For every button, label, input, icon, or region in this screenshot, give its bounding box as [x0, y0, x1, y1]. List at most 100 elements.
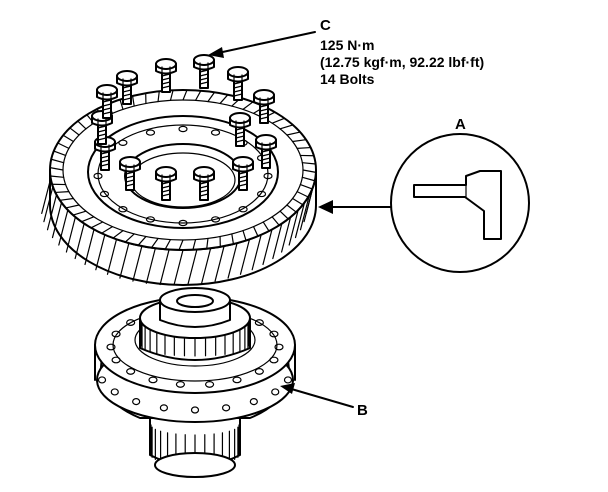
- carrier-bolt-hole: [232, 376, 242, 384]
- gear-tooth: [252, 226, 259, 237]
- gear-tooth: [50, 158, 65, 164]
- carrier-rim-hole: [221, 404, 231, 412]
- bolt: [96, 84, 118, 119]
- carrier-bolt-hole: [254, 368, 264, 375]
- carrier-bolt-hole: [111, 356, 121, 364]
- gear-bolt-hole: [238, 206, 248, 213]
- gear-tooth: [194, 90, 202, 101]
- gear-bolt-hole: [93, 172, 103, 180]
- carrier-rim-hole: [110, 388, 119, 396]
- carrier-flange-side: [94, 344, 296, 381]
- gear-tooth: [53, 150, 67, 157]
- gear-bolt-hole: [118, 139, 128, 146]
- carrier-bolt-hole: [175, 381, 186, 388]
- gear-helix-line: [41, 177, 52, 214]
- gear-tooth: [112, 230, 124, 239]
- gear-bolt-hole: [178, 125, 188, 133]
- bolt: [253, 89, 275, 124]
- gear-tooth: [286, 204, 297, 213]
- ring-gear-root-circle: [62, 99, 304, 241]
- gear-tooth: [296, 191, 309, 198]
- gear-helix-line: [145, 247, 156, 284]
- gear-helix-line: [173, 249, 184, 286]
- gear-helix-line: [187, 248, 198, 286]
- callout-c-bolt-count: 14 Bolts: [320, 71, 375, 87]
- gear-helix-line: [46, 194, 58, 231]
- bolt: [255, 134, 277, 169]
- gear-tooth: [231, 233, 235, 245]
- ring-gear-helical-teeth: [41, 177, 316, 286]
- gear-tooth: [279, 124, 294, 130]
- bolt: [229, 112, 251, 147]
- callout-c-text: C 125 N·m (12.75 kgf·m, 92.22 lbf·ft) 14…: [320, 17, 484, 87]
- gear-bolt-hole: [145, 216, 156, 223]
- gear-tooth: [242, 101, 254, 110]
- gear-helix-line: [280, 216, 292, 253]
- gear-tooth: [301, 176, 316, 182]
- callout-a-arrowhead: [318, 200, 333, 214]
- bolt: [232, 156, 254, 191]
- gear-helix-line: [272, 222, 283, 260]
- gear-tooth: [54, 191, 70, 194]
- gear-helix-line: [119, 242, 130, 279]
- gear-tooth: [164, 239, 172, 250]
- gear-tooth: [271, 216, 280, 226]
- gear-tooth: [65, 204, 80, 209]
- detail-a: [390, 133, 530, 273]
- carrier-bore: [176, 294, 214, 308]
- carrier-rim-hole: [271, 388, 280, 396]
- carrier-rim-hole: [249, 398, 258, 406]
- carrier-lower-face: [154, 452, 236, 478]
- gear-bolt-hole: [99, 190, 110, 198]
- gear-helix-line: [51, 201, 63, 239]
- gear-helix-line: [84, 228, 95, 266]
- carrier-bolt-hole: [269, 356, 279, 364]
- gear-tooth: [262, 221, 270, 232]
- gear-helix-line: [214, 245, 225, 282]
- bolt: [155, 166, 177, 201]
- carrier-bolt-hole: [148, 376, 158, 384]
- gear-helix-line: [58, 209, 69, 246]
- gear-tooth: [292, 139, 307, 143]
- carrier-rim-hole: [159, 404, 169, 412]
- detail-a-circle: [390, 133, 530, 273]
- carrier-bolt-hole: [111, 330, 121, 338]
- gear-tooth: [119, 98, 124, 110]
- callout-b-leader: [287, 387, 354, 408]
- gear-tooth: [77, 120, 87, 130]
- callout-b-letter: B: [357, 402, 368, 419]
- gear-helix-line: [65, 216, 77, 253]
- gear-tooth: [178, 239, 184, 251]
- gear-bolt-hole: [256, 190, 267, 198]
- carrier-bolt-hole: [126, 368, 136, 375]
- gear-tooth: [192, 239, 197, 251]
- gear-bolt-hole: [145, 129, 156, 136]
- gear-tooth: [101, 226, 114, 234]
- gear-tooth: [242, 230, 247, 242]
- carrier-rim-hole: [283, 376, 293, 384]
- gear-helix-line: [227, 242, 238, 279]
- gear-tooth: [219, 94, 229, 105]
- gear-tooth: [296, 146, 312, 149]
- gear-helix-line: [251, 234, 262, 271]
- gear-tooth: [279, 210, 289, 220]
- carrier-bolt-hole: [274, 343, 284, 351]
- gear-tooth: [301, 162, 317, 165]
- ring-gear-bolts: [91, 54, 277, 201]
- gear-tooth: [137, 235, 147, 246]
- gear-helix-line: [299, 194, 311, 231]
- gear-bolt-hole: [178, 219, 188, 227]
- carrier-bolt-hole: [269, 330, 279, 338]
- gear-tooth: [302, 169, 317, 173]
- bolt: [193, 54, 215, 89]
- gear-tooth: [150, 237, 159, 249]
- carrier-bolt-hole: [204, 381, 215, 388]
- gear-helix-line: [106, 238, 118, 275]
- bolt: [116, 70, 138, 105]
- gear-tooth: [49, 167, 64, 171]
- gear-bolt-hole: [263, 172, 273, 180]
- gear-helix-line: [288, 209, 299, 246]
- gear-helix-line: [294, 201, 306, 239]
- carrier-hub-face: [159, 287, 231, 313]
